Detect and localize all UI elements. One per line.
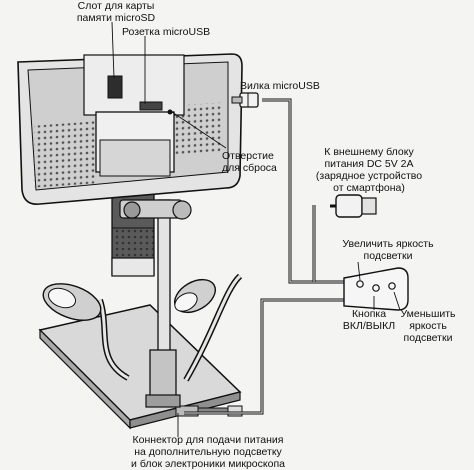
usb-cable xyxy=(184,98,344,415)
label-power-button: Кнопка ВКЛ/ВЫКЛ xyxy=(342,308,396,332)
label-brightness-up: Увеличить яркость подсветки xyxy=(342,238,434,262)
label-connector: Коннектор для подачи питания на дополнит… xyxy=(131,434,285,470)
label-brightness-down: Уменьшить яркость подсветки xyxy=(400,308,456,344)
label-microusb-plug: Вилка microUSB xyxy=(240,80,320,92)
leader-lines xyxy=(111,21,401,437)
microusb-plug-icon xyxy=(231,92,259,108)
left-led-gooseneck xyxy=(42,283,130,381)
label-microsd-slot: Слот для карты памяти microSD xyxy=(76,0,156,24)
label-reset-hole: Отверстие для сброса xyxy=(222,150,277,174)
label-microusb-socket: Розетка microUSB xyxy=(122,26,211,38)
lcd-monitor xyxy=(17,53,243,206)
brightness-control-box xyxy=(343,267,409,311)
label-external-power: К внешнему блоку питания DC 5V 2A (заряд… xyxy=(315,146,423,194)
right-led-gooseneck xyxy=(174,273,243,382)
usb-a-plug-icon xyxy=(330,194,377,218)
